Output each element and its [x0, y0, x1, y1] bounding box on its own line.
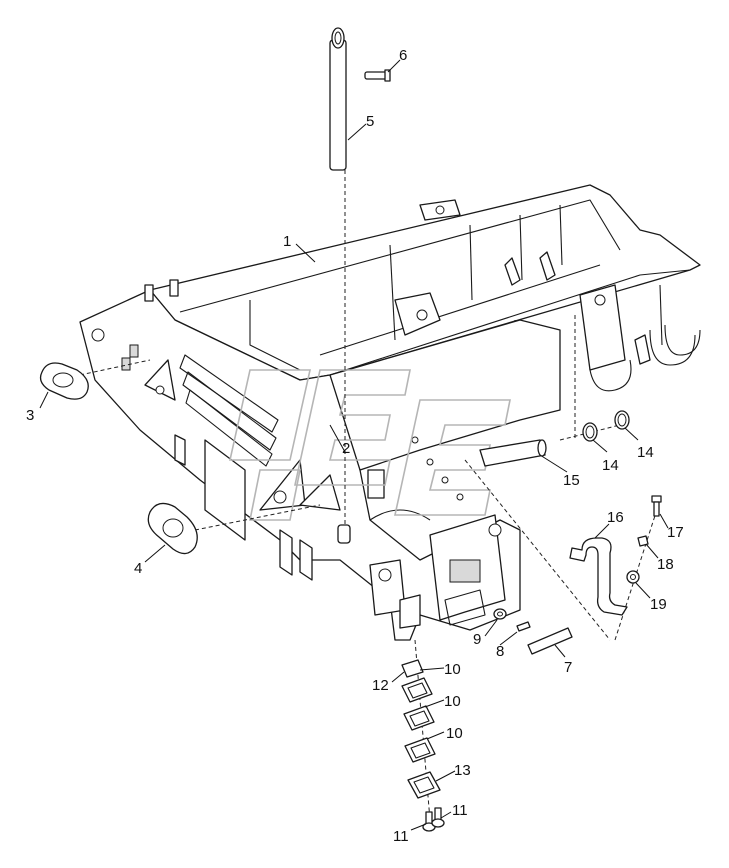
pin-8 [516, 621, 531, 632]
shim-plate-10a [401, 677, 433, 703]
pad-3 [39, 362, 89, 400]
callout-12: 12 [372, 677, 389, 694]
callout-15: 15 [563, 472, 580, 489]
callout-6: 6 [399, 47, 407, 64]
callout-16: 16 [607, 509, 624, 526]
pin-tube-5 [329, 27, 347, 171]
pin-15 [479, 439, 547, 467]
bolt-11b [431, 807, 445, 828]
ring-14b [614, 410, 630, 430]
callout-3: 3 [26, 407, 34, 424]
callout-10b: 10 [444, 693, 461, 710]
callout-19: 19 [650, 596, 667, 613]
callout-18: 18 [657, 556, 674, 573]
callout-8: 8 [496, 643, 504, 660]
watermark-logo [229, 369, 511, 521]
callout-14b: 14 [637, 444, 654, 461]
washer-9 [493, 608, 507, 620]
washer-19 [626, 570, 640, 584]
callout-17: 17 [667, 524, 684, 541]
shim-plate-10c [404, 737, 436, 763]
callout-13: 13 [454, 762, 471, 779]
callout-4: 4 [134, 560, 142, 577]
bolt-6 [364, 69, 391, 82]
callout-5: 5 [366, 113, 374, 130]
leader-lines [39, 59, 669, 831]
callout-14a: 14 [602, 457, 619, 474]
callout-11b: 11 [452, 802, 468, 819]
callout-9: 9 [473, 631, 481, 648]
handle-16 [569, 537, 628, 616]
callout-10c: 10 [446, 725, 463, 742]
callout-7: 7 [564, 659, 572, 676]
bolt-17 [651, 495, 662, 517]
rod-7 [527, 627, 573, 655]
shim-plate-12 [401, 659, 424, 678]
shim-plate-10b [403, 705, 435, 731]
ring-14a [582, 422, 598, 442]
shim-plate-13 [407, 771, 441, 799]
callout-11a: 11 [393, 828, 409, 845]
callouts: 1 2 3 4 5 6 7 8 9 10 10 10 11 11 12 13 1… [26, 47, 684, 845]
pad-4 [147, 502, 198, 555]
sleeve-2 [337, 524, 351, 544]
callout-10a: 10 [444, 661, 461, 678]
nut-18 [637, 535, 649, 547]
callout-1: 1 [283, 233, 291, 250]
callout-2: 2 [342, 440, 350, 457]
